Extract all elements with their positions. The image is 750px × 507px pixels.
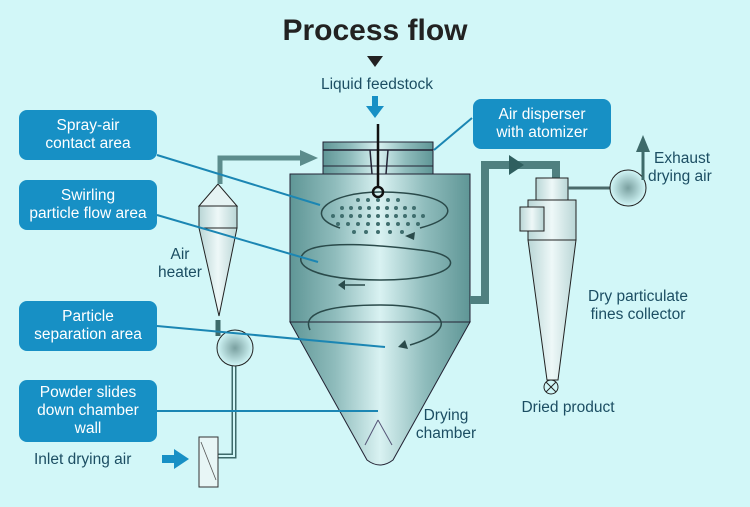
rotary-valve-icon [543, 379, 559, 395]
dried-product-label: Dried product [521, 399, 615, 416]
liquid-feedstock-label: Liquid feedstock [320, 76, 434, 93]
callout-particle-separation-area: Particle separation area [19, 301, 157, 351]
spray-droplet [400, 230, 404, 234]
spray-droplet [364, 230, 368, 234]
spray-droplet [376, 222, 380, 226]
inlet-drying-air-label: Inlet drying air [34, 451, 132, 468]
leader-swirling [156, 214, 319, 263]
spray-droplet [366, 222, 370, 226]
spray-droplet [394, 214, 398, 218]
spray-droplet [340, 214, 344, 218]
inlet-air-duct [215, 320, 237, 459]
inlet-filter [198, 436, 219, 488]
spray-droplet [412, 206, 416, 210]
spray-droplet [336, 222, 340, 226]
spray-droplet [356, 198, 360, 202]
spray-droplet [403, 206, 407, 210]
spray-droplet [376, 206, 380, 210]
exhaust-drying-air-label: Exhaust drying air [648, 150, 712, 185]
page-title: Process flow [282, 14, 468, 47]
spray-droplet [349, 206, 353, 210]
spray-droplet [367, 206, 371, 210]
spray-droplet [416, 222, 420, 226]
spray-droplet [394, 206, 398, 210]
heater-fan [216, 329, 254, 367]
fines-collector-label: Dry particulate fines collector [588, 288, 688, 323]
inlet-air-arrow-icon [162, 449, 189, 469]
spray-droplet [376, 230, 380, 234]
spray-droplet [396, 222, 400, 226]
spray-droplet [376, 214, 380, 218]
spray-droplet [421, 214, 425, 218]
spray-droplet [406, 222, 410, 226]
title-down-arrow-icon [367, 56, 383, 67]
spray-droplet [385, 214, 389, 218]
spray-droplet [396, 198, 400, 202]
callout-air-disperser-with-atomizer: Air disperser with atomizer [473, 99, 611, 149]
spray-droplet [366, 198, 370, 202]
spray-droplet [386, 198, 390, 202]
drying-chamber-label: Drying chamber [415, 407, 477, 442]
drying-chamber [289, 173, 471, 466]
leader-spray-air [156, 154, 321, 206]
leader-lines [156, 117, 473, 412]
air-heater-label: Air heater [158, 246, 202, 281]
spray-droplets [331, 198, 425, 234]
spray-droplet [352, 230, 356, 234]
leader-separation [156, 325, 386, 348]
leader-disperser [433, 117, 473, 151]
spray-droplet [358, 214, 362, 218]
chamber-to-collector-duct [470, 155, 560, 304]
spray-droplet [349, 214, 353, 218]
spray-droplet [367, 214, 371, 218]
callout-spray-air-contact-area: Spray-air contact area [19, 110, 157, 160]
spray-droplet [388, 230, 392, 234]
spray-droplet [412, 214, 416, 218]
spray-droplet [346, 222, 350, 226]
spray-droplet [356, 222, 360, 226]
spray-droplet [385, 206, 389, 210]
atomizer-nozzle [371, 124, 385, 199]
callout-swirling-particle-flow-area: Swirling particle flow area [19, 180, 157, 230]
spray-droplet [403, 214, 407, 218]
spray-droplet [340, 206, 344, 210]
spray-droplet [386, 222, 390, 226]
feed-arrow-icon [366, 96, 384, 118]
air-heater [197, 183, 239, 317]
callout-powder-slides-down-chamber-wall: Powder slides down chamber wall [19, 380, 157, 442]
spray-droplet [376, 198, 380, 202]
exhaust-fan [609, 135, 650, 207]
fines-collector [519, 177, 626, 381]
spray-droplet [358, 206, 362, 210]
spray-droplet [331, 214, 335, 218]
